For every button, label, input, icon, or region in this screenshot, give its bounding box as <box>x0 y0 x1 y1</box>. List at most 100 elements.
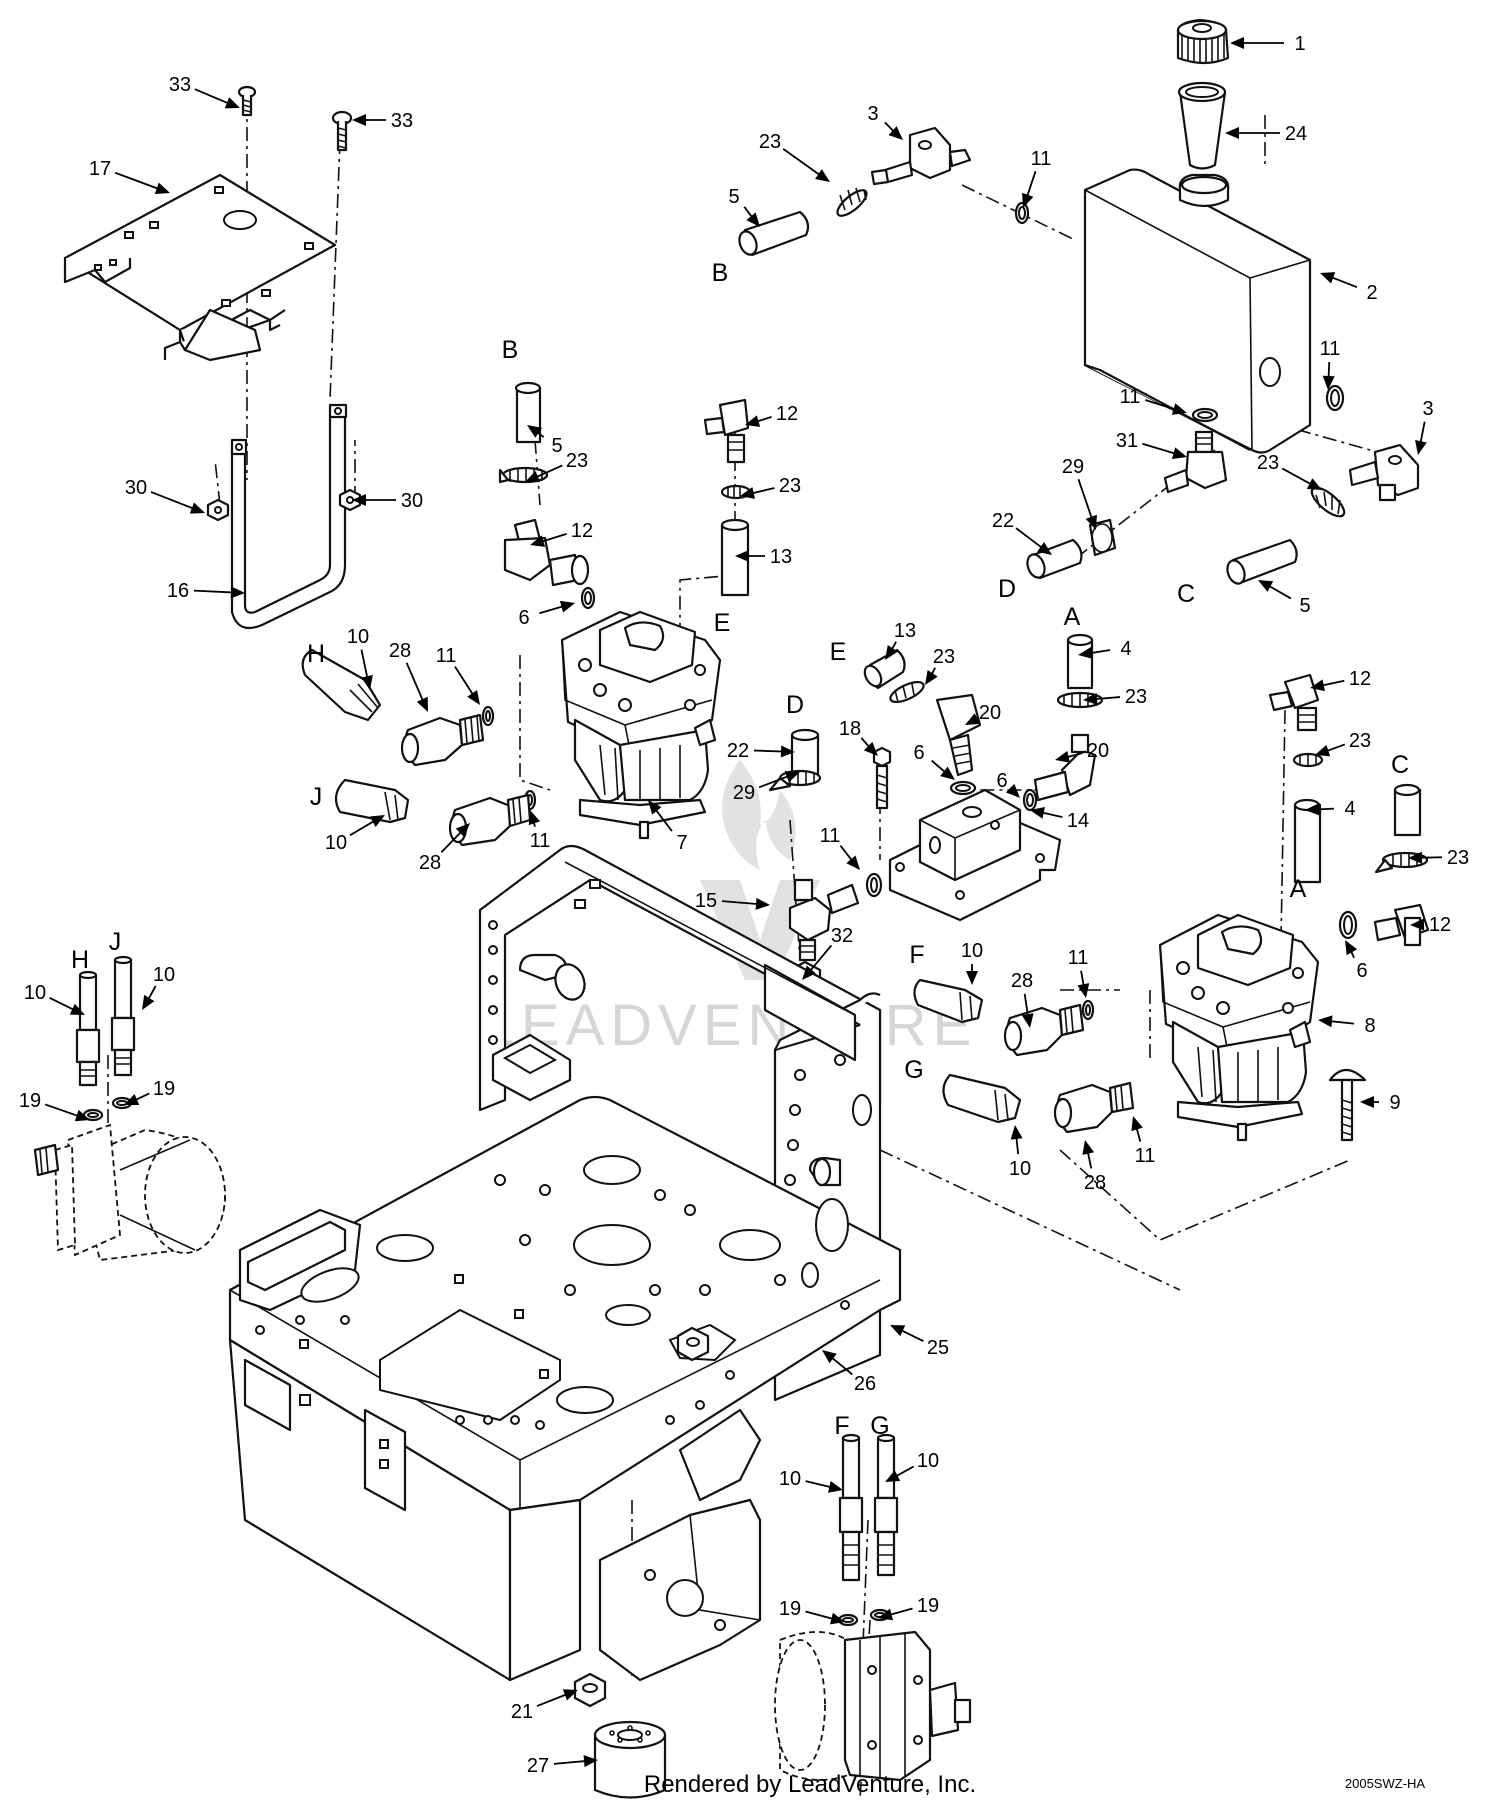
callout-33: 33 <box>391 110 413 132</box>
o-ring <box>1014 201 1030 225</box>
hose-letter-A: A <box>1290 875 1307 903</box>
leader-arrowhead <box>69 1003 85 1015</box>
elbow-fitting <box>935 693 982 777</box>
leader-line <box>1023 993 1030 1019</box>
leader-line <box>440 829 464 853</box>
callout-3: 3 <box>1422 398 1433 420</box>
hose-letter-G: G <box>870 1412 889 1440</box>
callout-10: 10 <box>961 940 983 962</box>
callout-13: 13 <box>770 546 792 568</box>
leader-arrowhead <box>1410 918 1425 931</box>
callout-3: 3 <box>867 103 878 125</box>
leader-line <box>1025 170 1037 199</box>
leader-line <box>539 533 567 544</box>
leader-line <box>114 171 161 191</box>
callout-10: 10 <box>24 982 46 1004</box>
leader-arrowhead <box>559 600 575 613</box>
leader-line <box>193 589 236 594</box>
callout-10: 10 <box>347 626 369 648</box>
callout-11: 11 <box>1135 1145 1156 1167</box>
callout-11: 11 <box>1068 947 1089 969</box>
leader-arrowhead <box>1021 1013 1034 1028</box>
leader-line <box>44 1103 81 1118</box>
leader-arrowhead <box>1022 192 1034 208</box>
leader-arrowhead <box>1131 1116 1143 1132</box>
leader-arrowhead <box>224 97 240 109</box>
leader-line <box>536 1692 569 1707</box>
leader-arrowhead <box>780 745 795 758</box>
diagram-code: 2005SWZ-HA <box>1345 1776 1426 1791</box>
leader-arrowhead <box>455 823 470 838</box>
leader-line <box>887 1607 913 1617</box>
o-ring <box>865 872 883 898</box>
callout-5: 5 <box>1299 595 1310 617</box>
leader-arrowhead <box>888 126 903 140</box>
leader-arrowhead <box>745 415 761 427</box>
leader-arrowhead <box>885 1470 901 1482</box>
leader-arrowhead <box>846 855 860 870</box>
bolt <box>872 746 892 810</box>
leader-arrowhead <box>1225 127 1239 139</box>
leader-line <box>721 900 761 906</box>
callout-12: 12 <box>776 403 798 425</box>
elbow-fitting <box>1268 673 1320 732</box>
carriage-bolt <box>1328 1068 1367 1142</box>
hose-letter-E: E <box>714 609 731 637</box>
leader-arrowhead <box>361 675 373 690</box>
leader-arrowhead <box>740 487 755 499</box>
callout-6: 6 <box>913 742 924 764</box>
hose-letter-B: B <box>502 336 519 364</box>
leader-line <box>533 464 563 479</box>
hose-end <box>301 648 382 722</box>
callout-2: 2 <box>1366 282 1377 304</box>
callout-23: 23 <box>1257 452 1279 474</box>
leader-arrowhead <box>527 425 542 438</box>
callout-13: 13 <box>894 620 916 642</box>
hydraulic-pump <box>560 610 722 840</box>
leader-arrowhead <box>1315 744 1331 757</box>
leader-arrowhead <box>1037 541 1052 555</box>
leader-arrowhead <box>1082 1140 1095 1156</box>
callout-20: 20 <box>1087 740 1109 762</box>
tee-fitting <box>788 878 860 962</box>
leader-arrowhead <box>925 670 938 685</box>
callout-18: 18 <box>839 718 861 740</box>
tee-fitting <box>1348 443 1420 502</box>
watermark: LEADVENTURE <box>483 760 971 1058</box>
leader-line <box>829 1355 853 1376</box>
leader-arrowhead <box>154 182 170 194</box>
bolt <box>237 85 257 117</box>
elbow-fitting <box>1373 903 1430 947</box>
leader-line <box>1281 467 1314 487</box>
callout-6: 6 <box>996 770 1007 792</box>
leader-arrowhead <box>369 815 385 828</box>
o-ring <box>580 586 596 610</box>
hose-letter-E: E <box>830 638 847 666</box>
leader-arrowhead <box>230 586 245 599</box>
callout-28: 28 <box>1084 1172 1106 1194</box>
o-ring <box>1338 910 1358 940</box>
callout-16: 16 <box>167 580 189 602</box>
callout-26: 26 <box>854 1373 876 1395</box>
callout-30: 30 <box>125 477 147 499</box>
elbow-fitting <box>703 398 750 464</box>
callout-10: 10 <box>1009 1158 1031 1180</box>
leader-line <box>898 1328 924 1342</box>
callout-6: 6 <box>518 607 529 629</box>
credit-text: Rendered by LeadVenture, Inc. <box>644 1771 976 1798</box>
tee-fitting <box>870 126 972 186</box>
leader-line <box>1145 399 1178 412</box>
leader-arrowhead <box>1085 514 1097 530</box>
callout-10: 10 <box>325 832 347 854</box>
leader-lines <box>44 37 1443 1768</box>
leader-arrowhead <box>1005 783 1020 798</box>
callout-12: 12 <box>1429 914 1451 936</box>
leader-arrowhead <box>822 1350 837 1364</box>
callout-10: 10 <box>153 964 175 986</box>
leader-arrowhead <box>829 1612 845 1625</box>
callout-15: 15 <box>695 890 717 912</box>
hose-clamp <box>836 187 868 217</box>
hose-letter-J: J <box>310 783 323 811</box>
callout-25: 25 <box>927 1337 949 1359</box>
leader-line <box>454 666 476 698</box>
